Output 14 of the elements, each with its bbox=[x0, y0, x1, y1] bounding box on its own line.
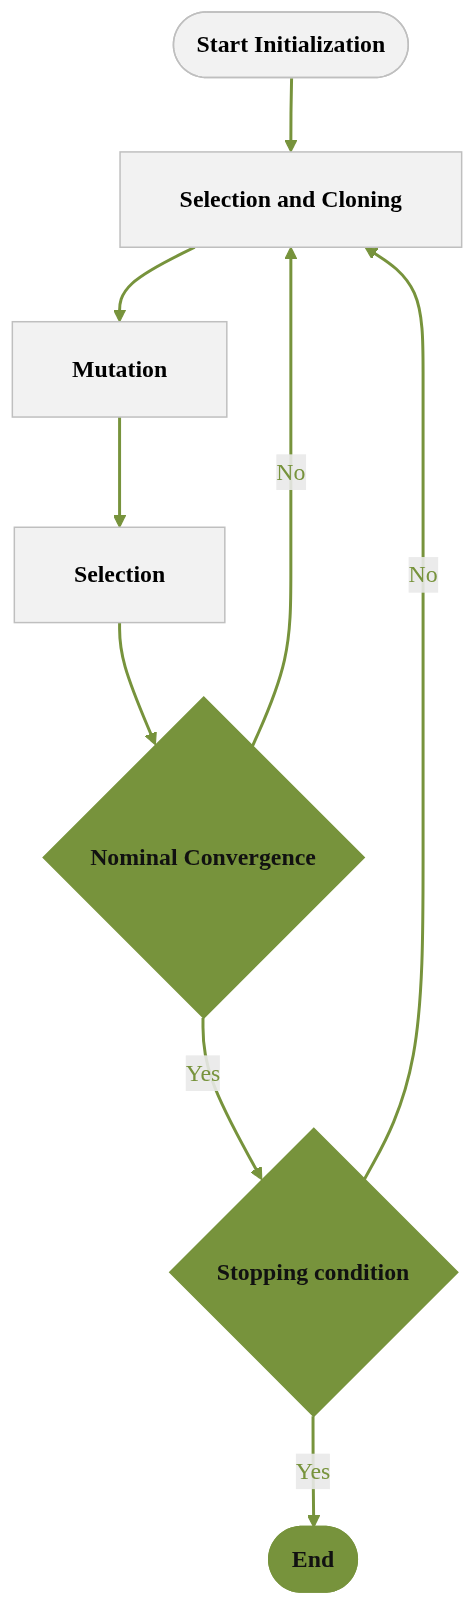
edge-label: No bbox=[276, 458, 306, 485]
node-box: Selection and Cloning bbox=[119, 151, 463, 248]
edge-label: No bbox=[408, 561, 438, 587]
node-box: Selection bbox=[13, 526, 226, 624]
node-box: Mutation bbox=[11, 320, 228, 418]
arrow bbox=[113, 417, 127, 528]
arrow bbox=[284, 78, 298, 153]
node-diamond: Nominal Convergence bbox=[42, 696, 366, 1020]
edge-label: Yes bbox=[185, 1059, 221, 1086]
edge-label: Yes bbox=[295, 1458, 331, 1484]
arrow bbox=[251, 246, 298, 748]
arrow bbox=[363, 246, 425, 1181]
arrow bbox=[118, 622, 157, 746]
node-diamond: Stopping condition bbox=[168, 1127, 459, 1418]
